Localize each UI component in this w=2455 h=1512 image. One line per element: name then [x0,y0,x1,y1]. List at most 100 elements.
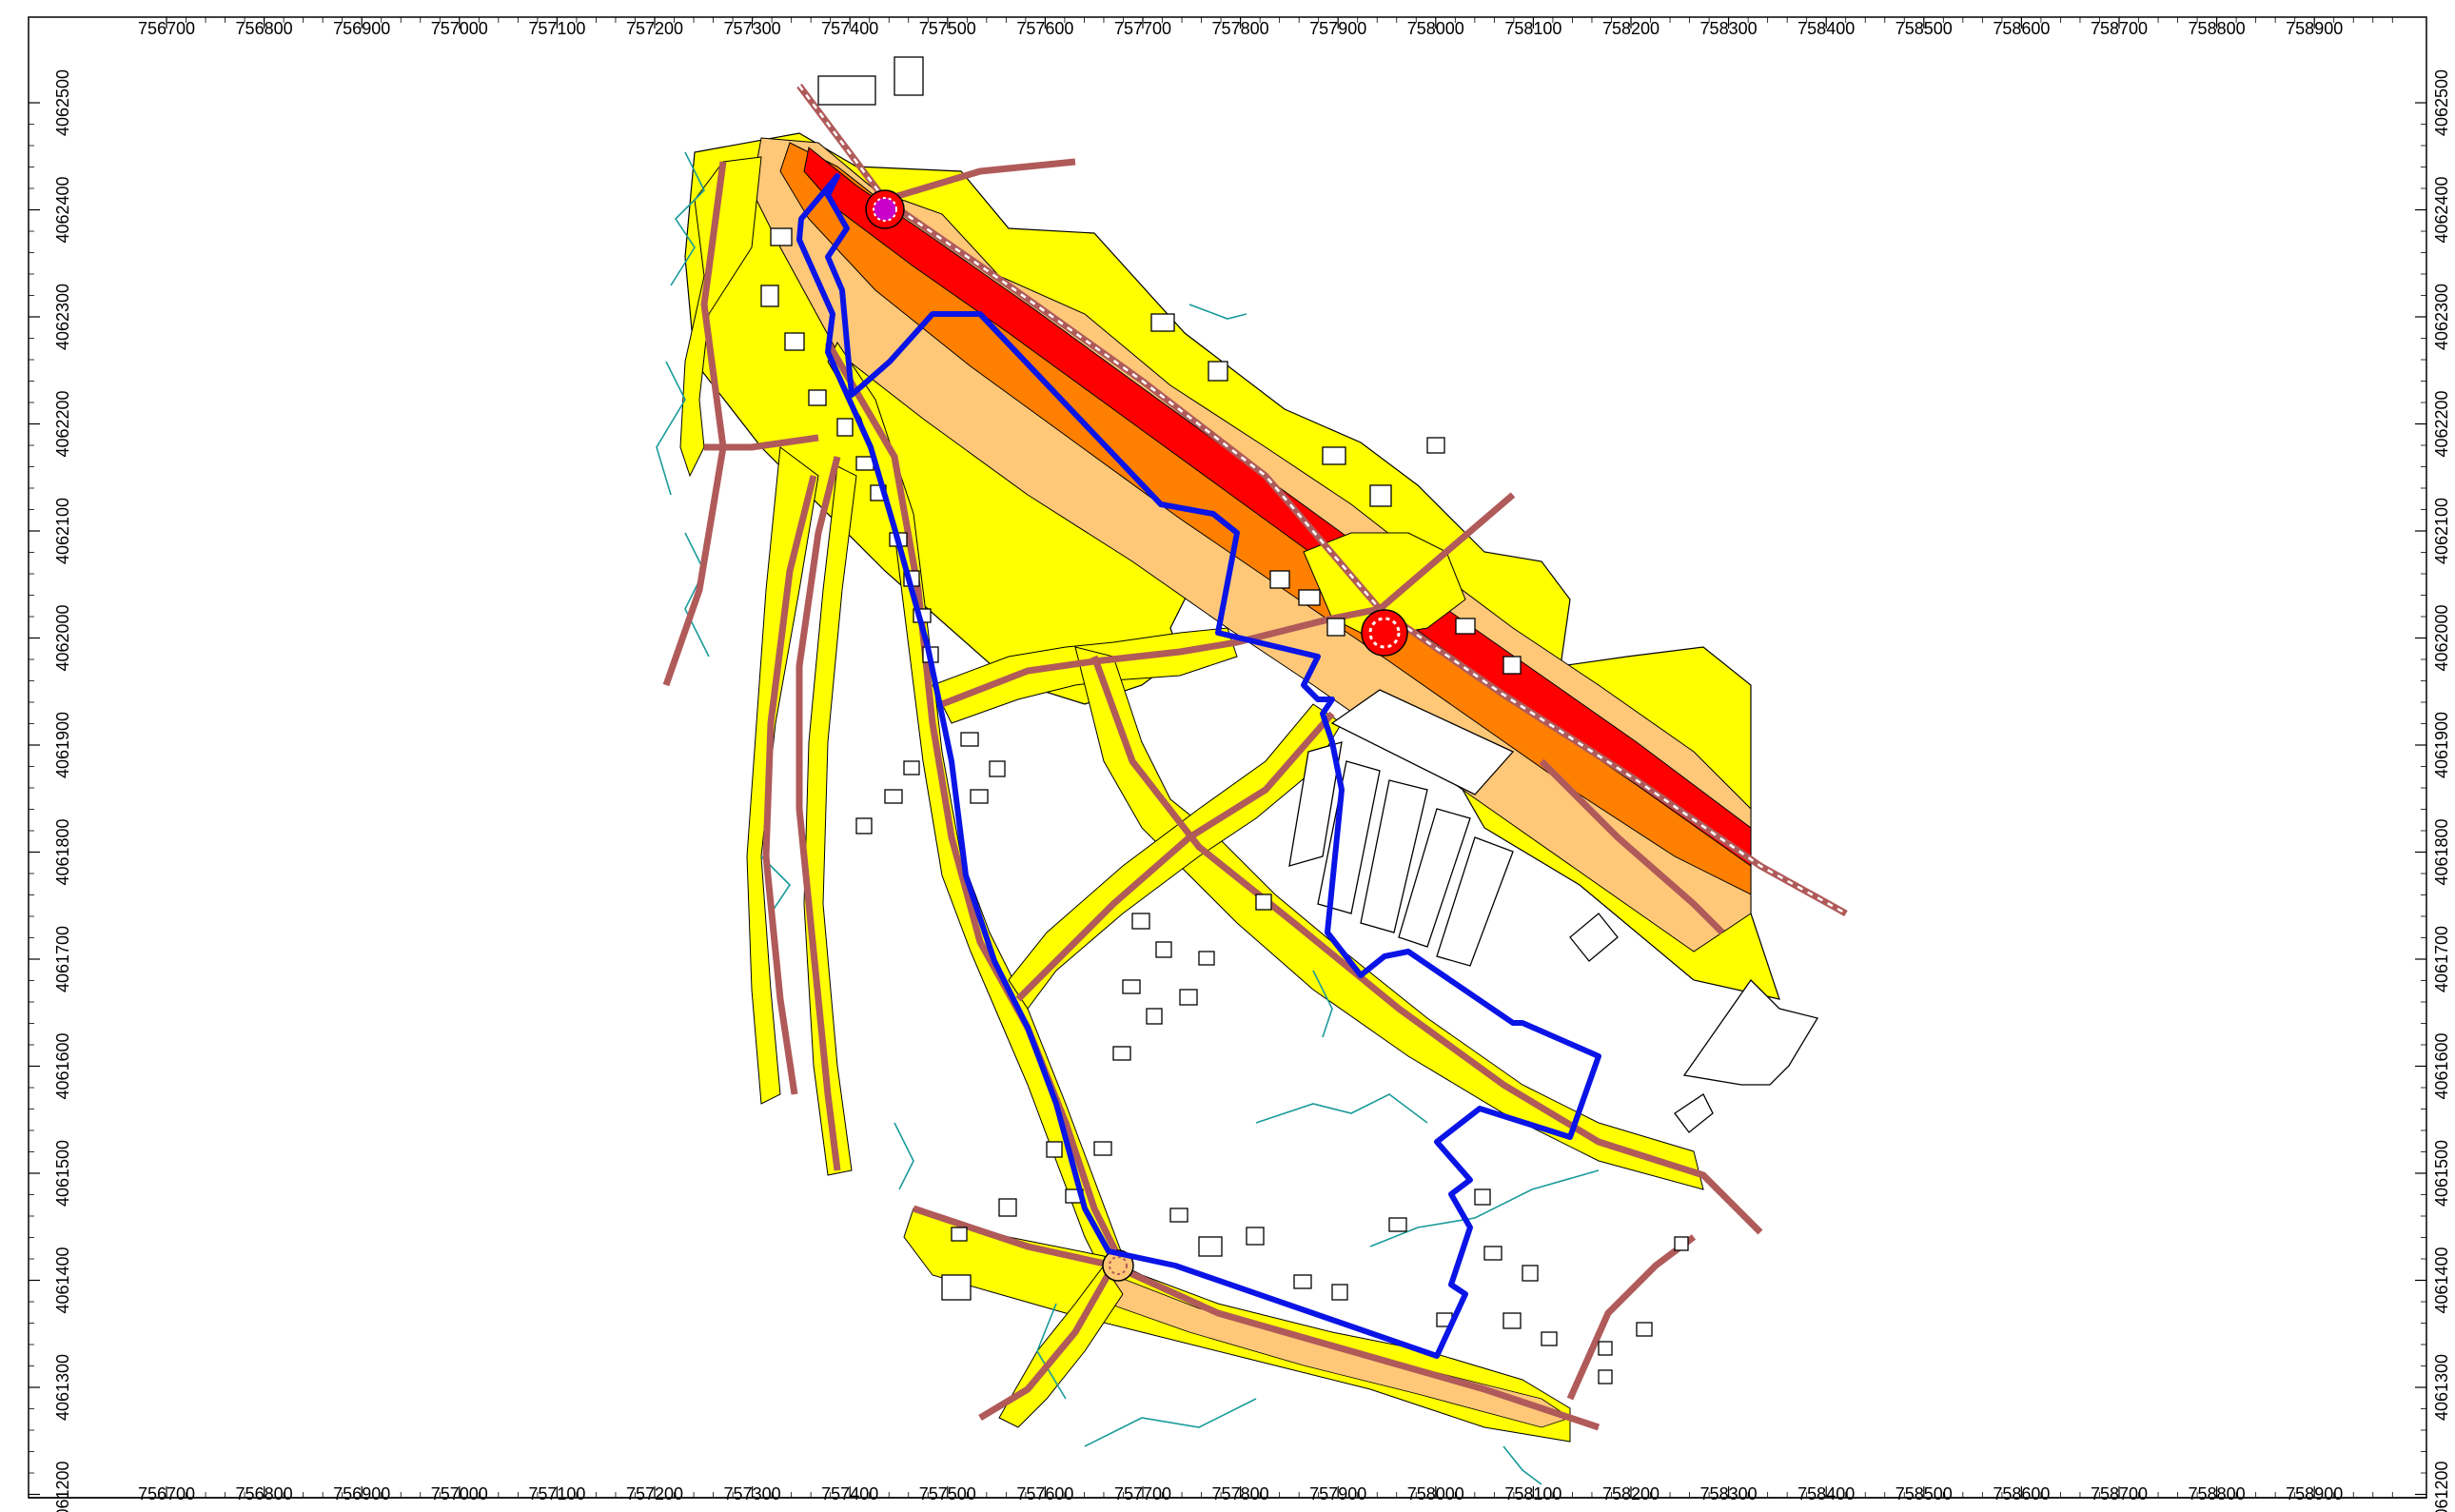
road-east-spur [1539,758,1725,935]
building [817,75,876,106]
building [1255,893,1272,911]
x-tick-label: 757900 [1309,1484,1366,1503]
roundabout-icon [1361,609,1408,657]
stream [684,532,710,658]
x-tick-label: 756900 [333,19,390,38]
stream [1188,304,1247,320]
x-tick-label: 758700 [2091,1484,2148,1503]
building [1155,941,1172,958]
building [1398,808,1471,948]
zone-diag-road [1074,646,1704,1190]
y-axis-left: 4062500406240040623004062200406210040620… [29,69,72,1512]
y-tick-label: 4062500 [53,69,72,136]
building [960,732,979,747]
road-diag [1090,655,1763,1235]
building [1198,951,1215,966]
building [1474,1188,1491,1206]
zone-west-strip [679,156,762,478]
map-frame [28,16,2427,1499]
x-tick-label: 758900 [2286,19,2343,38]
road-southeast [1566,1234,1697,1401]
x-tick-label: 757500 [919,19,976,38]
road-west-3 [762,475,817,1095]
stream [1502,1445,1542,1485]
x-tick-label: 758200 [1602,1484,1660,1503]
x-tick-label: 757300 [724,1484,781,1503]
building [1150,313,1175,332]
building [760,285,779,307]
x-tick-label: 758300 [1700,19,1758,38]
y-tick-label: 4062200 [2432,390,2451,457]
y-tick-label: 4061400 [53,1247,72,1313]
building [1298,589,1321,606]
x-tick-label: 757700 [1114,19,1171,38]
stream [1369,1169,1600,1247]
y-tick-label: 4061500 [2432,1140,2451,1207]
building [1360,779,1428,933]
x-tick-label: 758300 [1700,1484,1758,1503]
x-tick-label: 757900 [1309,19,1366,38]
building [1169,1208,1188,1223]
y-tick-label: 4062100 [2432,498,2451,564]
building [1541,1331,1558,1346]
building [855,817,873,835]
x-tick-label: 758000 [1407,19,1464,38]
roundabouts [865,189,1408,1282]
y-tick-label: 4062100 [53,498,72,564]
x-tick-label: 758500 [1895,1484,1953,1503]
x-tick-label: 757800 [1212,1484,1269,1503]
x-tick-label: 758200 [1602,19,1660,38]
y-tick-label: 4061900 [53,712,72,778]
stream [1036,1303,1067,1400]
building [1198,1236,1223,1257]
streams [656,151,1600,1485]
stream [1084,1398,1257,1447]
x-tick-label: 758800 [2189,19,2246,38]
y-tick-label: 4062400 [2432,176,2451,243]
building [894,56,924,96]
building [941,1274,972,1301]
stream [656,361,686,496]
building [1179,989,1198,1006]
building [989,760,1006,777]
building [1046,1141,1063,1158]
y-tick-label: 4062300 [2432,284,2451,350]
y-tick-label: 4061700 [53,926,72,992]
road-west-branch [704,434,819,451]
industrial-buildings [1288,689,1819,1133]
x-tick-label: 757800 [1212,19,1269,38]
road-west-2 [795,456,841,1171]
stream [1255,1093,1428,1124]
x-tick-label: 758700 [2091,19,2148,38]
roundabout-icon [1102,1249,1134,1282]
x-tick-label: 758400 [1797,19,1855,38]
road-diag-2 [1015,711,1335,1002]
x-tick-label: 757400 [821,19,878,38]
building [1208,361,1228,382]
neatline [28,16,2427,1499]
x-tick-label: 757700 [1114,1484,1171,1503]
y-tick-label: 4061800 [53,818,72,885]
y-tick-label: 4061500 [53,1140,72,1207]
building [770,227,793,246]
building [1483,1246,1502,1261]
building [808,389,827,406]
building [1674,1236,1689,1251]
x-tick-label: 757000 [431,19,488,38]
building [1569,913,1619,962]
stream [670,151,705,286]
building [1331,1284,1348,1301]
x-tick-label: 756800 [236,19,293,38]
x-tick-label: 758100 [1504,1484,1561,1503]
y-tick-label: 4062400 [53,176,72,243]
building [855,456,874,471]
y-tick-label: 4061900 [2432,712,2451,778]
road-center [824,341,1127,1267]
building [884,789,903,804]
road-south [912,1205,1601,1431]
stream [894,1122,914,1190]
building [1131,913,1150,930]
